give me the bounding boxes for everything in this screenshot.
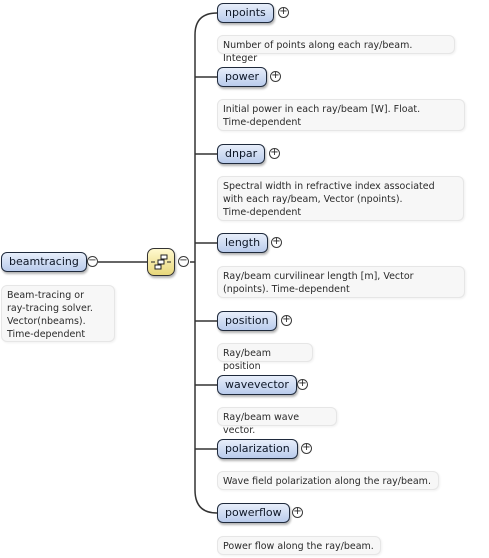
element-powerflow[interactable]: powerflow bbox=[217, 503, 290, 523]
element-position[interactable]: position bbox=[217, 311, 277, 331]
sequence-compositor-icon bbox=[151, 254, 171, 270]
doc-polarization: Wave field polarization along the ray/be… bbox=[217, 471, 439, 490]
sequence-compositor[interactable] bbox=[147, 248, 175, 276]
expand-toggle-icon[interactable]: + bbox=[301, 442, 312, 454]
doc-npoints: Number of points along each ray/beam. In… bbox=[217, 35, 455, 64]
expand-toggle-icon[interactable]: + bbox=[270, 70, 281, 82]
compositor-collapse-toggle-icon[interactable]: − bbox=[178, 255, 189, 267]
root-documentation: Beam-tracing or ray-tracing solver. Vect… bbox=[1, 285, 115, 342]
element-npoints[interactable]: npoints bbox=[217, 3, 274, 23]
root-element-beamtracing[interactable]: beamtracing bbox=[1, 252, 87, 272]
element-dnpar[interactable]: dnpar bbox=[217, 144, 266, 164]
expand-toggle-icon[interactable]: + bbox=[281, 314, 292, 326]
element-polarization[interactable]: polarization bbox=[217, 439, 298, 459]
doc-position: Ray/beam position bbox=[217, 343, 313, 372]
doc-powerflow: Power flow along the ray/beam. bbox=[217, 536, 381, 555]
expand-toggle-icon[interactable]: + bbox=[269, 147, 280, 159]
doc-power: Initial power in each ray/beam [W]. Floa… bbox=[217, 99, 465, 131]
expand-toggle-icon[interactable]: + bbox=[297, 378, 308, 390]
doc-dnpar: Spectral width in refractive index assoc… bbox=[217, 176, 464, 221]
doc-wavevector: Ray/beam wave vector. bbox=[217, 407, 337, 436]
expand-toggle-icon[interactable]: + bbox=[271, 236, 282, 248]
expand-toggle-icon[interactable]: + bbox=[292, 506, 303, 518]
element-wavevector[interactable]: wavevector bbox=[217, 375, 297, 395]
expand-toggle-icon[interactable]: + bbox=[278, 6, 289, 18]
collapse-toggle-icon[interactable]: − bbox=[87, 255, 98, 267]
element-power[interactable]: power bbox=[217, 67, 267, 87]
doc-length: Ray/beam curvilinear length [m], Vector … bbox=[217, 266, 465, 298]
element-length[interactable]: length bbox=[217, 233, 269, 253]
